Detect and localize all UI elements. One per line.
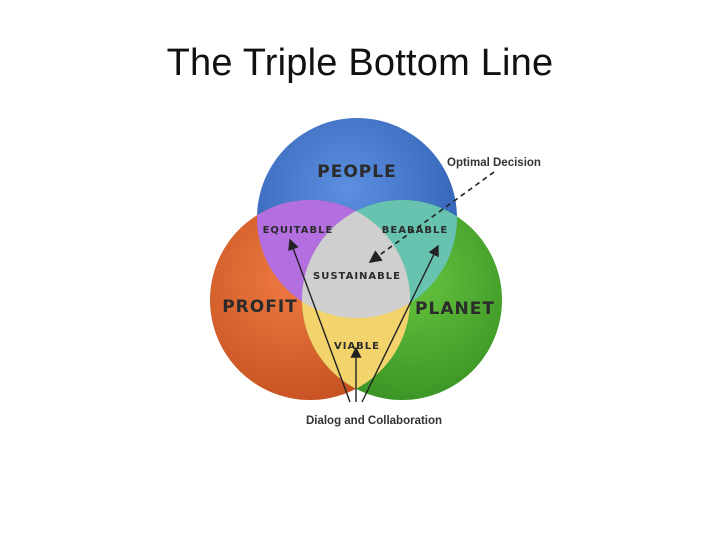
dialog-arrow-right — [361, 244, 439, 403]
equitable-label: Equitable — [263, 225, 334, 236]
sustainable-region — [302, 200, 410, 318]
optimal-decision-arrow — [368, 171, 495, 263]
optimal-decision-annotation: Optimal Decision — [447, 157, 541, 169]
slide-title: The Triple Bottom Line — [166, 42, 554, 84]
profit-label: Profit — [222, 297, 298, 317]
sustainable-label: Sustainable — [313, 271, 401, 282]
dialog-arrow-left — [288, 238, 351, 403]
dialog-annotation: Dialog and Collaboration — [306, 415, 442, 427]
planet-label: Planet — [415, 299, 495, 319]
people-label: People — [317, 162, 396, 182]
viable-label: Viable — [334, 341, 380, 352]
bearable-label: Bearable — [382, 225, 448, 236]
